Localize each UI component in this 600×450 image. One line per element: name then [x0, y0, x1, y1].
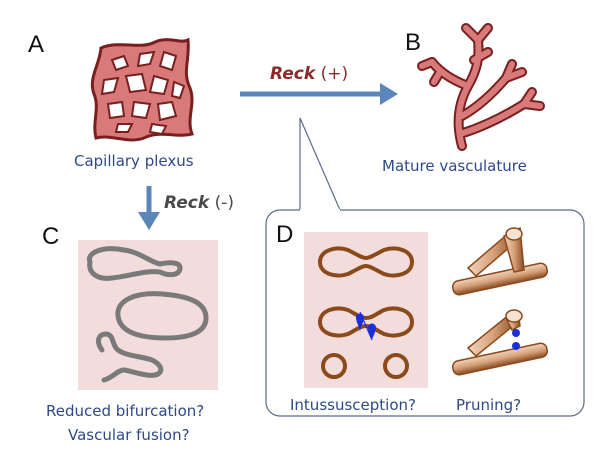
reck-positive-sign: (+) — [321, 64, 349, 84]
panel-a-letter: A — [28, 31, 44, 58]
svg-text:Reck (-): Reck (-) — [164, 193, 234, 213]
panel-c-background — [78, 240, 218, 390]
pruning-top-illustration — [451, 226, 549, 296]
intussusception-marker-icon — [356, 311, 376, 341]
capillary-plexus-illustration — [90, 37, 194, 142]
mature-vasculature-illustration — [417, 23, 545, 151]
pruning-bottom-illustration — [451, 309, 549, 376]
svg-text:Reck (+): Reck (+) — [270, 64, 348, 84]
reck-positive-arrow — [240, 83, 398, 105]
panel-b-caption: Mature vasculature — [382, 157, 527, 175]
intussusception-illustration — [317, 246, 415, 379]
reck-positive-gene: Reck — [270, 64, 317, 84]
panel-a-caption: Capillary plexus — [74, 152, 194, 170]
panel-d-callout-lines — [299, 117, 341, 211]
reck-negative-sign: (-) — [215, 193, 234, 213]
panel-d-right-caption: Pruning? — [456, 396, 521, 414]
panel-c-caption-line2: Vascular fusion? — [68, 426, 190, 444]
panel-d-left-caption: Intussusception? — [290, 396, 416, 414]
fused-vessels-illustration — [87, 246, 209, 383]
panel-c-letter: C — [42, 223, 59, 250]
panel-b-letter: B — [405, 29, 421, 56]
reck-negative-gene: Reck — [164, 193, 211, 213]
panel-c-caption-line1: Reduced bifurcation? — [46, 402, 204, 420]
reck-negative-arrow — [138, 186, 160, 230]
panel-d-letter: D — [276, 221, 293, 248]
